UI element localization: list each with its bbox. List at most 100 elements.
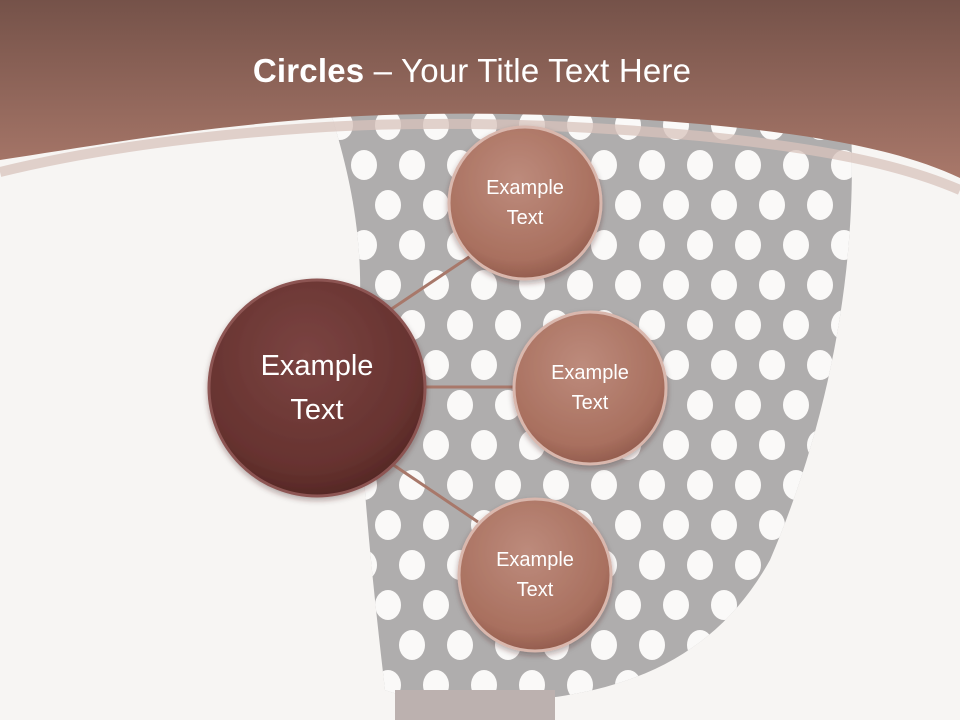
polka-dot — [543, 470, 569, 500]
polka-dot — [591, 230, 617, 260]
polka-dot — [807, 510, 833, 540]
polka-dot — [351, 150, 377, 180]
polka-dot — [687, 630, 713, 660]
polka-dot — [807, 270, 833, 300]
polka-dot — [615, 510, 641, 540]
polka-dot — [330, 590, 353, 620]
polka-dot — [711, 510, 737, 540]
polka-dot — [735, 550, 761, 580]
polka-dot — [423, 430, 449, 460]
polka-dot — [735, 150, 761, 180]
polka-dot — [687, 230, 713, 260]
polka-dot — [591, 150, 617, 180]
polka-dot — [663, 510, 689, 540]
polka-dot — [759, 510, 785, 540]
polka-dot — [399, 150, 425, 180]
polka-dot — [351, 630, 377, 660]
polka-dot — [423, 670, 449, 700]
polka-dot — [807, 430, 833, 460]
polka-dot — [639, 310, 665, 340]
polka-dot — [831, 550, 852, 580]
polka-dot — [807, 190, 833, 220]
polka-dot — [735, 310, 761, 340]
polka-dot — [711, 430, 737, 460]
header-swoosh — [0, 118, 960, 195]
polka-dot — [591, 470, 617, 500]
polka-dot — [687, 150, 713, 180]
polka-dot — [687, 310, 713, 340]
polka-dot — [399, 630, 425, 660]
satellite-circle-bottom — [457, 497, 613, 653]
polka-dot — [783, 150, 809, 180]
polka-dot — [711, 670, 737, 700]
polka-dot — [447, 470, 473, 500]
polka-dot — [471, 350, 497, 380]
polka-dot — [615, 190, 641, 220]
polka-dot — [759, 670, 785, 700]
polka-dot — [663, 430, 689, 460]
polka-dot — [759, 190, 785, 220]
polka-dot — [495, 470, 521, 500]
polka-dot — [735, 470, 761, 500]
polka-dot — [423, 270, 449, 300]
polka-dot — [615, 670, 641, 700]
polka-dot — [663, 350, 689, 380]
polka-dot — [375, 190, 401, 220]
polka-dot — [495, 310, 521, 340]
polka-dot — [687, 550, 713, 580]
polka-dot — [759, 270, 785, 300]
polka-dot — [711, 590, 737, 620]
polka-dot — [591, 630, 617, 660]
polka-dot — [423, 190, 449, 220]
polka-dot — [375, 510, 401, 540]
polka-dot — [351, 550, 377, 580]
satellite-circle-top — [447, 125, 603, 281]
polka-dot — [447, 310, 473, 340]
polka-dot — [783, 550, 809, 580]
polka-dot — [639, 550, 665, 580]
polka-dot — [807, 670, 833, 700]
polka-dot — [447, 630, 473, 660]
polka-dot — [519, 670, 545, 700]
polka-dot — [687, 390, 713, 420]
polka-dot — [735, 390, 761, 420]
polka-dot — [447, 390, 473, 420]
polka-dot — [831, 630, 852, 660]
polka-dot — [471, 430, 497, 460]
polka-dot — [471, 670, 497, 700]
polka-dot — [615, 270, 641, 300]
polka-dot — [375, 270, 401, 300]
polka-dot — [783, 390, 809, 420]
polka-dot — [831, 310, 852, 340]
polka-dot — [351, 230, 377, 260]
polka-dot — [663, 590, 689, 620]
polka-dot — [330, 670, 353, 700]
polka-dot — [831, 230, 852, 260]
polka-dot — [711, 350, 737, 380]
header-band — [0, 0, 960, 178]
polka-dot — [663, 670, 689, 700]
polka-dot — [567, 270, 593, 300]
polka-dot — [783, 230, 809, 260]
center-circle — [207, 278, 427, 498]
polka-dot — [615, 590, 641, 620]
title-rest: – Your Title Text Here — [364, 52, 692, 89]
polka-dot — [759, 430, 785, 460]
polka-dot — [759, 350, 785, 380]
polka-dot — [807, 350, 833, 380]
polka-dot — [399, 470, 425, 500]
polka-dot — [423, 350, 449, 380]
polka-dot — [711, 190, 737, 220]
polka-dot — [567, 670, 593, 700]
polka-dot — [807, 590, 833, 620]
polka-dot — [783, 630, 809, 660]
polka-dot — [423, 510, 449, 540]
polka-dot — [687, 470, 713, 500]
connector-line-top — [389, 253, 473, 312]
polka-dot — [639, 150, 665, 180]
polka-dot — [471, 270, 497, 300]
slide-title: Circles – Your Title Text Here — [0, 52, 944, 90]
connectors — [389, 253, 515, 524]
polka-dot — [399, 230, 425, 260]
